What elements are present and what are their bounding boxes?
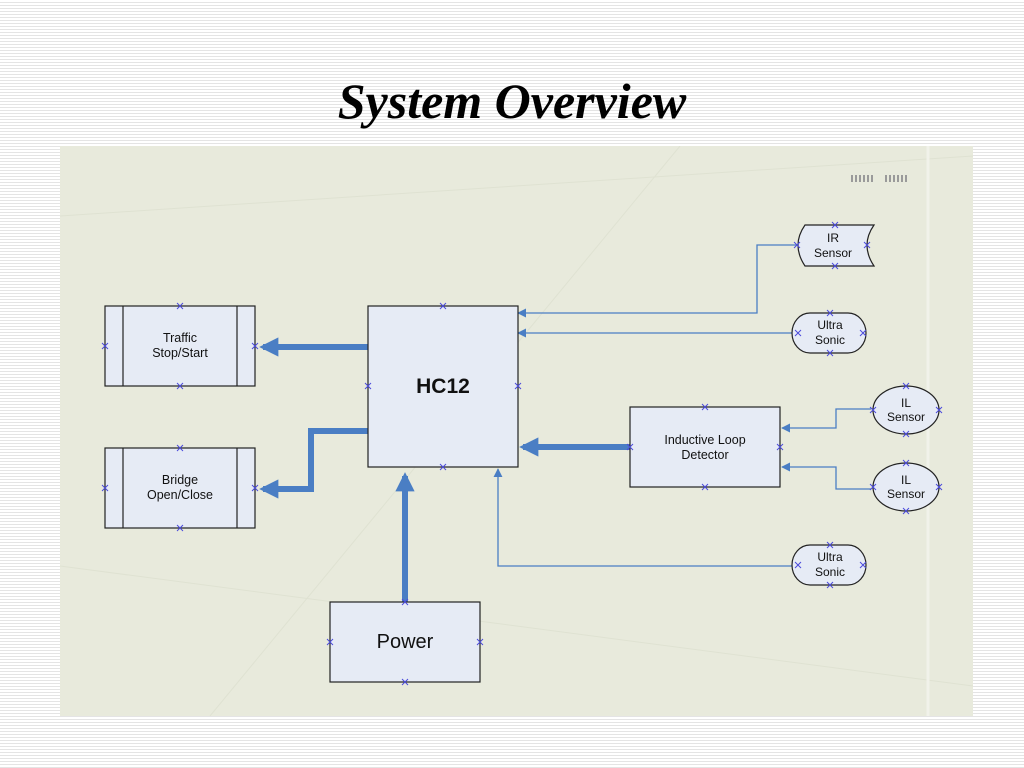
connection-point-marker (364, 382, 372, 390)
connection-point-marker (176, 382, 184, 390)
connection-point-marker (101, 342, 109, 350)
connection-point-marker (935, 483, 943, 491)
ultrasonic-top-label-line1: Ultra (817, 318, 843, 332)
traffic-label-line1: Traffic (163, 331, 197, 345)
connection-point-marker (869, 483, 877, 491)
connection-point-marker (793, 241, 801, 249)
connection-point-marker (902, 382, 910, 390)
page-title: System Overview (337, 73, 687, 129)
detector-label-line2: Detector (681, 448, 728, 462)
connection-point-marker (326, 638, 334, 646)
connection-point-marker (831, 262, 839, 270)
connection-point-marker (794, 561, 802, 569)
diagram-canvas: Traffic Stop/Start Bridge Open/Close HC1… (60, 146, 973, 716)
connection-point-marker (859, 329, 867, 337)
connector-ir-to-hc12 (517, 244, 797, 318)
hc12-block: HC12 (367, 305, 519, 468)
arrow-hc12-to-bridge (259, 428, 368, 499)
ultrasonic-bottom-label-line2: Sonic (815, 565, 845, 579)
il-bottom-label-line2: Sensor (887, 487, 925, 501)
connection-point-marker (101, 484, 109, 492)
connection-point-marker (401, 678, 409, 686)
traffic-stop-start-block: Traffic Stop/Start (104, 305, 256, 387)
il-bottom-label-line1: IL (901, 473, 911, 487)
connector-ultrasonic-bottom-to-hc12 (493, 468, 798, 567)
connection-point-marker (701, 483, 709, 491)
ir-sensor-label-line2: Sensor (814, 246, 852, 260)
ir-sensor: IR Sensor (797, 224, 876, 267)
connector-il-bottom-to-detector (781, 462, 871, 490)
traffic-label-line2: Stop/Start (152, 346, 208, 360)
connection-point-marker (859, 561, 867, 569)
il-sensor-bottom: IL Sensor (872, 462, 940, 512)
connection-point-marker (902, 507, 910, 515)
connection-point-marker (776, 443, 784, 451)
bridge-open-close-block: Bridge Open/Close (104, 447, 256, 529)
connection-point-marker (176, 302, 184, 310)
connection-point-marker (439, 302, 447, 310)
hc12-label: HC12 (416, 375, 470, 398)
system-diagram: Traffic Stop/Start Bridge Open/Close HC1… (60, 146, 973, 716)
thick-arrows (259, 337, 632, 603)
inductive-loop-detector-block: Inductive Loop Detector (629, 406, 781, 488)
il-sensor-top: IL Sensor (872, 385, 940, 435)
connection-point-marker (401, 598, 409, 606)
il-top-label-line2: Sensor (887, 410, 925, 424)
thin-connectors (493, 244, 871, 567)
ultrasonic-bottom-label-line1: Ultra (817, 550, 843, 564)
connection-point-marker (626, 443, 634, 451)
connection-point-marker (826, 349, 834, 357)
detector-label-line1: Inductive Loop (664, 433, 745, 447)
decorative-ticks (851, 175, 907, 182)
connection-point-marker (935, 406, 943, 414)
connection-point-marker (439, 463, 447, 471)
ultrasonic-top-label-line2: Sonic (815, 333, 845, 347)
connection-point-marker (869, 406, 877, 414)
connection-point-marker (701, 403, 709, 411)
connection-point-marker (863, 241, 871, 249)
connection-point-marker (902, 459, 910, 467)
connection-point-marker (831, 221, 839, 229)
connection-point-marker (826, 581, 834, 589)
power-block: Power (329, 601, 481, 683)
connection-point-marker (826, 309, 834, 317)
connection-point-marker (476, 638, 484, 646)
connection-point-marker (794, 329, 802, 337)
connection-point-marker (176, 524, 184, 532)
connection-point-marker (251, 342, 259, 350)
bridge-label-line1: Bridge (162, 473, 198, 487)
connection-point-marker (514, 382, 522, 390)
il-top-label-line1: IL (901, 396, 911, 410)
connection-point-marker (902, 430, 910, 438)
connection-point-marker (251, 484, 259, 492)
ultrasonic-sensor-bottom: Ultra Sonic (791, 544, 867, 586)
power-label: Power (377, 631, 434, 653)
connection-point-marker (826, 541, 834, 549)
connection-point-marker (176, 444, 184, 452)
background-texture (60, 146, 973, 716)
ultrasonic-sensor-top: Ultra Sonic (791, 312, 867, 354)
bridge-label-line2: Open/Close (147, 488, 213, 502)
ir-sensor-label-line1: IR (827, 231, 839, 245)
connection-markers (101, 221, 943, 686)
connector-il-top-to-detector (781, 408, 871, 433)
